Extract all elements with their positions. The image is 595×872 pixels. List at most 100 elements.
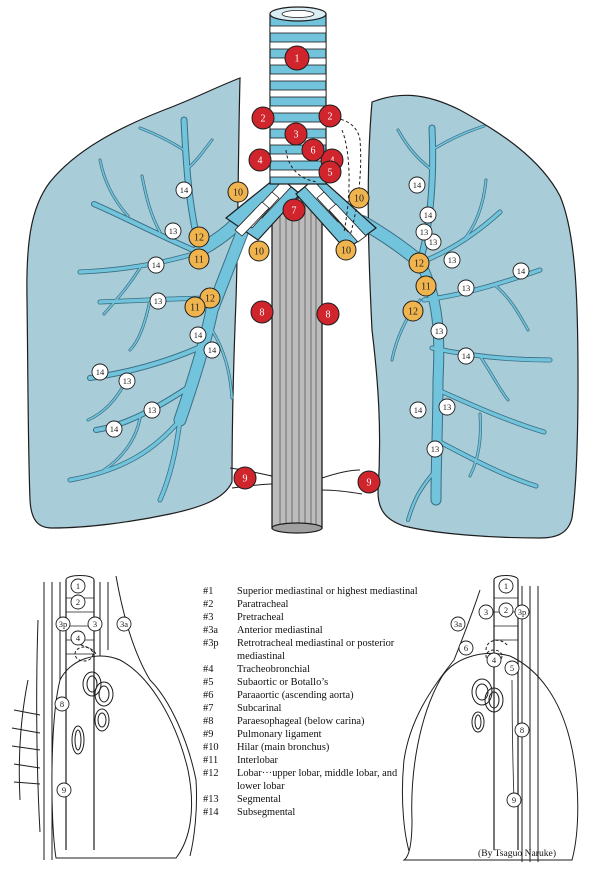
station-marker-label: 8 bbox=[326, 310, 331, 321]
station-marker-circle bbox=[188, 226, 210, 248]
station-marker-label: 14 bbox=[517, 266, 526, 276]
right-inset-station-label: 9 bbox=[512, 795, 516, 805]
station-marker-label: 5 bbox=[328, 168, 333, 179]
station-marker-circle bbox=[251, 106, 275, 130]
station-marker-label: 8 bbox=[260, 308, 265, 319]
station-marker-label: 13 bbox=[123, 376, 132, 386]
station-marker-21: 11 bbox=[184, 296, 206, 318]
right-inset-station-circle bbox=[458, 640, 474, 656]
left-inset-station-circle bbox=[87, 616, 103, 632]
right-inset-station-circle bbox=[450, 616, 466, 632]
station-marker-circle bbox=[426, 440, 444, 458]
station-marker-circle bbox=[301, 138, 325, 162]
right-inset-station-4: 3p bbox=[514, 604, 530, 620]
station-marker-label: 14 bbox=[208, 345, 217, 355]
station-marker-circle bbox=[438, 398, 456, 416]
station-marker-label: 11 bbox=[190, 303, 200, 314]
right-main-bronchus bbox=[224, 175, 301, 241]
station-marker-label: 2 bbox=[261, 114, 266, 125]
legend-number: #12 bbox=[203, 768, 219, 779]
station-marker-circle bbox=[105, 420, 123, 438]
left-inset-station-5: 3a bbox=[116, 616, 132, 632]
station-marker-circle bbox=[147, 256, 165, 274]
station-marker-11: 8 bbox=[316, 302, 340, 326]
left-inset-station-label: 4 bbox=[76, 633, 81, 643]
station-marker-circle bbox=[188, 248, 210, 270]
station-marker-circle bbox=[227, 181, 249, 203]
legend-number: #9 bbox=[203, 729, 214, 740]
right-inset-station-7: 4 bbox=[486, 652, 502, 668]
right-inset-station-label: 4 bbox=[492, 655, 497, 665]
station-marker-circle bbox=[415, 223, 433, 241]
right-inset-station-label: 3a bbox=[454, 619, 462, 629]
station-marker-circle bbox=[233, 466, 257, 490]
legend-number: #5 bbox=[203, 677, 214, 688]
left-inset-station-circle bbox=[116, 616, 132, 632]
left-inset-station-4: 3 bbox=[87, 616, 103, 632]
station-marker-label: 2 bbox=[328, 112, 333, 123]
right-inset-station-label: 8 bbox=[520, 725, 524, 735]
station-marker-label: 11 bbox=[194, 255, 204, 266]
left-inset-station-3: 3p bbox=[55, 616, 71, 632]
right-inset-station-circle bbox=[504, 660, 520, 676]
left-inset-station-circle bbox=[70, 630, 86, 646]
left-inset-station-6: 4 bbox=[70, 630, 86, 646]
station-marker-label: 10 bbox=[254, 247, 264, 258]
station-marker-22: 12 bbox=[408, 252, 430, 274]
station-marker-label: 9 bbox=[367, 478, 372, 489]
station-marker-circle bbox=[118, 372, 136, 390]
station-marker-label: 10 bbox=[341, 246, 351, 257]
left-inset-station-1: 1 bbox=[70, 578, 86, 594]
station-marker-33: 14 bbox=[91, 363, 109, 381]
station-markers: 1223445678899101010101211121112111214131… bbox=[91, 45, 530, 494]
station-marker-label: 13 bbox=[169, 226, 178, 236]
left-inset-station-7: 8 bbox=[54, 696, 70, 712]
legend-number: #13 bbox=[203, 794, 219, 805]
station-marker-28: 13 bbox=[149, 292, 167, 310]
station-marker-label: 14 bbox=[194, 330, 203, 340]
station-marker-label: 1 bbox=[295, 54, 300, 65]
legend-number: #11 bbox=[203, 755, 219, 766]
station-marker-circle bbox=[248, 240, 270, 262]
station-marker-label: 13 bbox=[443, 402, 452, 412]
right-inset-station-circle bbox=[514, 722, 530, 738]
right-inset bbox=[401, 575, 579, 862]
station-marker-label: 12 bbox=[194, 233, 204, 244]
station-marker-1: 1 bbox=[284, 45, 310, 71]
legend-number: #4 bbox=[203, 664, 214, 675]
legend-description: Paratracheal bbox=[237, 599, 289, 610]
credit-text: (By Tsaguo Naruke) bbox=[478, 848, 557, 859]
station-marker-31: 13 bbox=[118, 372, 136, 390]
right-inset-station-5: 3a bbox=[450, 616, 466, 632]
station-marker-label: 13 bbox=[431, 444, 440, 454]
station-marker-44: 14 bbox=[408, 176, 426, 194]
legend-number: #7 bbox=[203, 703, 214, 714]
right-inset-station-2: 3 bbox=[478, 604, 494, 620]
station-marker-label: 14 bbox=[180, 185, 189, 195]
station-marker-label: 4 bbox=[258, 156, 263, 167]
right-inset-station-1: 1 bbox=[498, 578, 514, 594]
esophagus bbox=[271, 197, 323, 534]
station-marker-41: 13 bbox=[438, 398, 456, 416]
station-marker-label: 12 bbox=[205, 294, 215, 305]
station-marker-label: 12 bbox=[414, 259, 424, 270]
left-inset-station-label: 3 bbox=[93, 619, 97, 629]
station-marker-label: 13 bbox=[148, 405, 157, 415]
legend-number: #3a bbox=[203, 625, 219, 636]
station-marker-label: 12 bbox=[408, 307, 418, 318]
station-marker-label: 6 bbox=[311, 146, 316, 157]
left-inset-station-label: 9 bbox=[62, 785, 66, 795]
station-marker-circle bbox=[348, 187, 370, 209]
station-marker-circle bbox=[189, 326, 207, 344]
station-marker-26: 13 bbox=[164, 222, 182, 240]
station-marker-18: 12 bbox=[188, 226, 210, 248]
